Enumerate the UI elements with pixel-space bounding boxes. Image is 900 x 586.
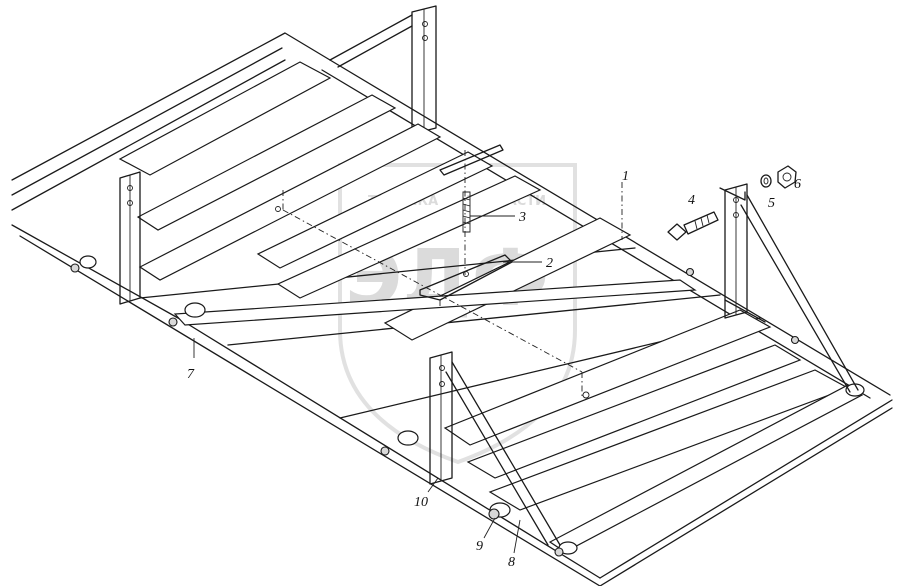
callout-6: 6	[794, 177, 801, 192]
rail-fasteners	[70, 263, 800, 557]
callout-10: 10	[414, 495, 428, 510]
callout-2: 2	[546, 256, 553, 271]
stanchions	[119, 171, 859, 546]
callout-7: 7	[187, 367, 195, 382]
center-detail	[275, 144, 590, 399]
exploded-hardware	[621, 165, 797, 241]
leader-lines	[193, 215, 542, 554]
callout-8: 8	[508, 555, 515, 570]
callout-1: 1	[622, 169, 629, 184]
callout-4: 4	[688, 193, 695, 208]
callout-3: 3	[518, 210, 526, 225]
roller-set-lower	[79, 255, 865, 555]
callout-labels: 1 2 3 4 5 6 7 8 9 10	[187, 169, 801, 570]
roller-set-upper	[118, 61, 697, 341]
callout-5: 5	[768, 196, 775, 211]
callout-9: 9	[476, 539, 483, 554]
